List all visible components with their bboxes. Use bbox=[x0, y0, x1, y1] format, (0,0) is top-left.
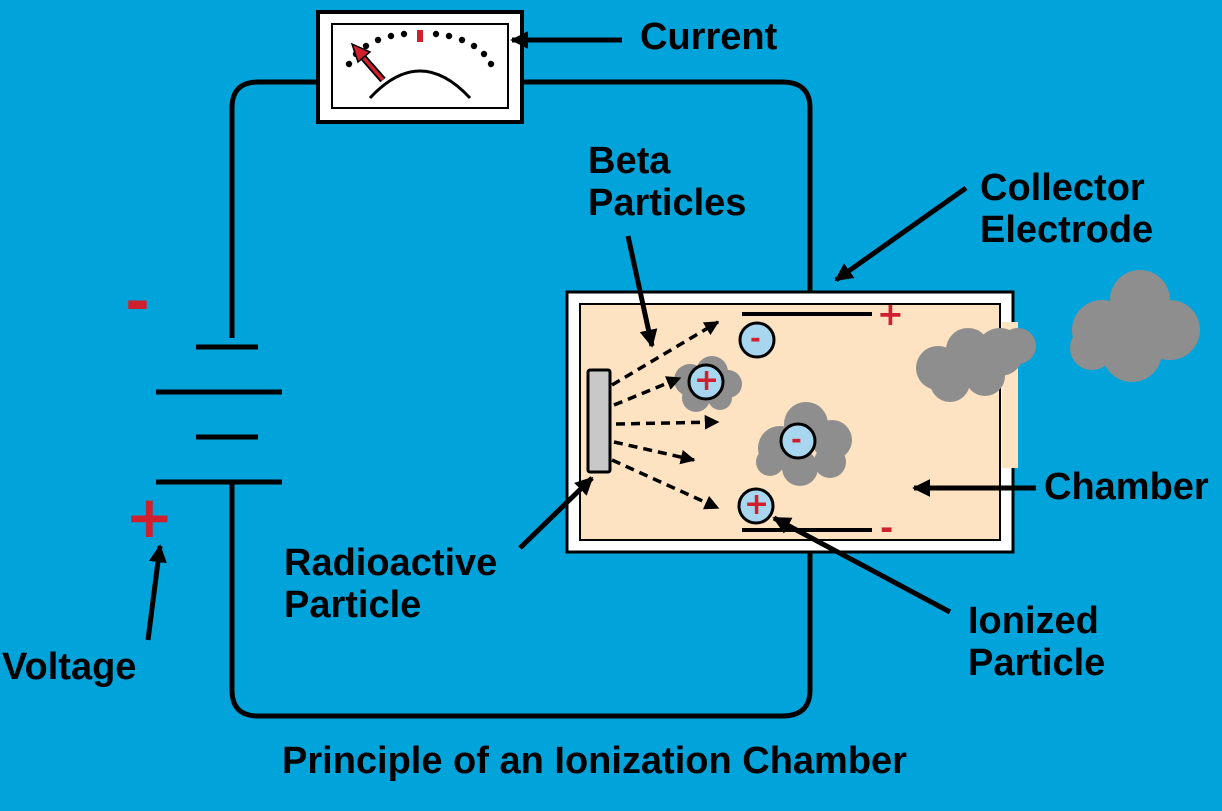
ion-negative-center bbox=[779, 422, 817, 460]
label-line: Electrode bbox=[980, 209, 1154, 251]
battery-positive-sign: + bbox=[125, 483, 174, 551]
meter-needle-icon bbox=[350, 42, 386, 83]
label-collector-electrode: Collector Electrode bbox=[980, 167, 1153, 251]
arrow-collector bbox=[834, 185, 968, 283]
label-line: Particle bbox=[284, 584, 422, 626]
collector-electrode bbox=[742, 312, 872, 532]
label-line: Collector bbox=[980, 167, 1145, 209]
ion-negative-top bbox=[738, 321, 776, 359]
wire-top bbox=[229, 79, 813, 338]
label-line: Radioactive bbox=[284, 542, 498, 584]
ion-minus-sign: - bbox=[750, 324, 761, 354]
current-meter bbox=[316, 10, 524, 124]
label-radioactive-particle: Radioactive Particle bbox=[284, 542, 497, 626]
label-arrows bbox=[145, 31, 1036, 641]
wire-bottom bbox=[229, 482, 813, 719]
arrow-beta bbox=[625, 235, 658, 348]
label-voltage: Voltage bbox=[2, 646, 137, 688]
ion-plus-sign: + bbox=[744, 487, 770, 522]
arrow-voltage bbox=[145, 544, 167, 641]
ion-plus-sign: + bbox=[694, 363, 720, 398]
label-beta-particles: Beta Particles bbox=[588, 140, 746, 224]
arrow-ionized bbox=[772, 515, 952, 615]
plate-negative-sign: - bbox=[880, 509, 894, 547]
label-chamber: Chamber bbox=[1044, 466, 1209, 508]
label-line: Ionized bbox=[968, 600, 1099, 642]
beta-particle-rays bbox=[611, 320, 720, 510]
smoke-cloud-edge-icon bbox=[916, 328, 1036, 402]
circuit-wire bbox=[229, 79, 813, 719]
battery bbox=[156, 344, 282, 485]
label-line: Beta bbox=[588, 140, 671, 182]
ion-positive-left bbox=[687, 363, 725, 401]
battery-negative-sign: - bbox=[125, 267, 150, 337]
label-line: Particle bbox=[968, 642, 1106, 684]
ion-positive-bottom bbox=[737, 487, 775, 525]
meter-zero-mark bbox=[417, 30, 423, 42]
radioactive-source bbox=[586, 368, 612, 474]
arrow-radioactive bbox=[518, 476, 594, 550]
label-ionized-particle: Ionized Particle bbox=[968, 600, 1105, 684]
diagram-title: Principle of an Ionization Chamber bbox=[282, 740, 907, 782]
ion-minus-sign: - bbox=[791, 425, 802, 455]
label-line: Particles bbox=[588, 182, 747, 224]
label-current: Current bbox=[640, 16, 778, 58]
plate-positive-sign: + bbox=[877, 295, 904, 333]
smoke-cloud-right-icon bbox=[1070, 270, 1200, 382]
